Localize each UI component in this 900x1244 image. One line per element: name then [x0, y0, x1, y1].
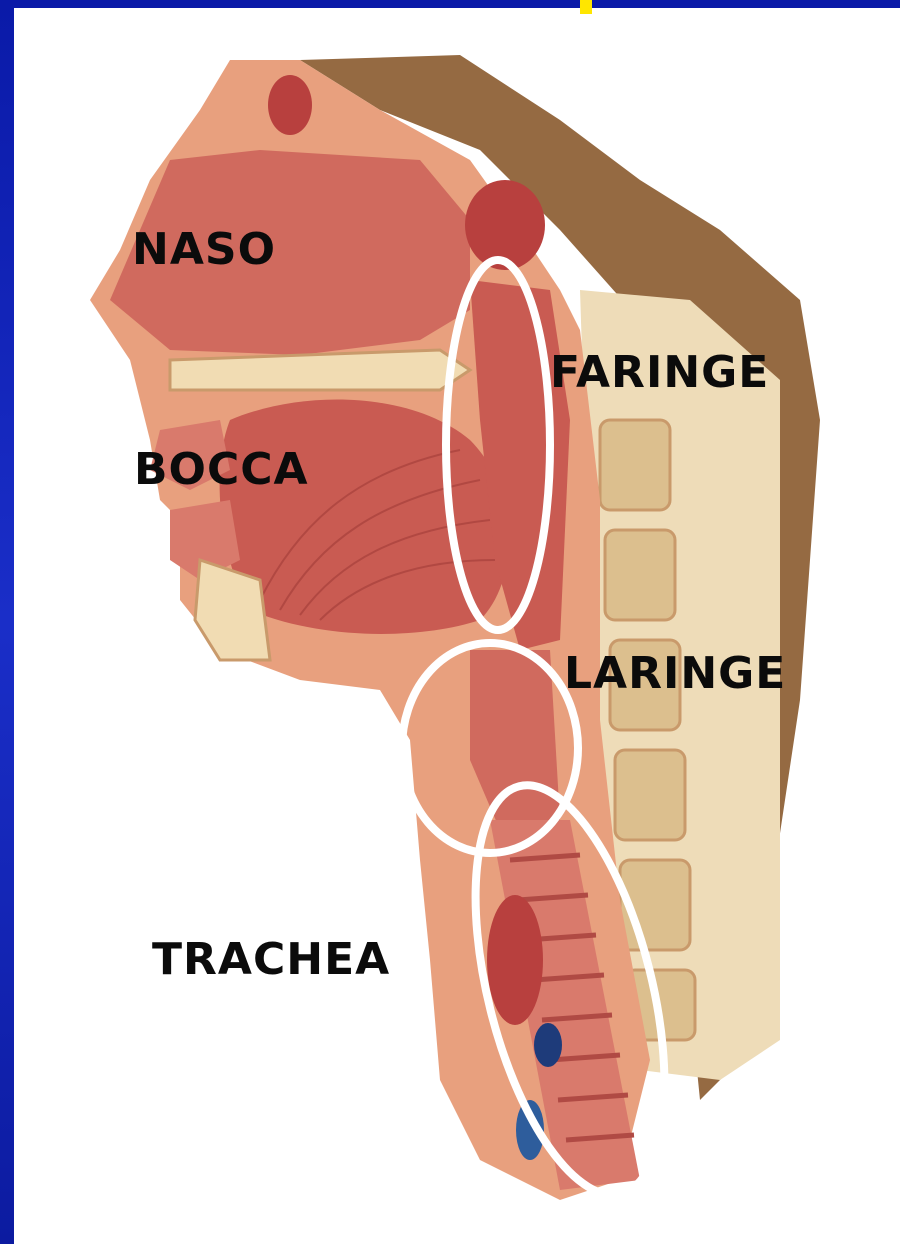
label-faringe: FARINGE — [550, 347, 769, 398]
label-naso: NASO — [132, 224, 276, 275]
label-laringe: LARINGE — [564, 648, 786, 699]
blood-vessel-upper — [534, 1023, 562, 1067]
sphenoid-sinus — [465, 180, 545, 270]
thyroid-gland — [487, 895, 543, 1025]
frontal-sinus — [268, 75, 312, 135]
label-bocca: BOCCA — [134, 444, 309, 495]
label-trachea: TRACHEA — [152, 934, 390, 985]
